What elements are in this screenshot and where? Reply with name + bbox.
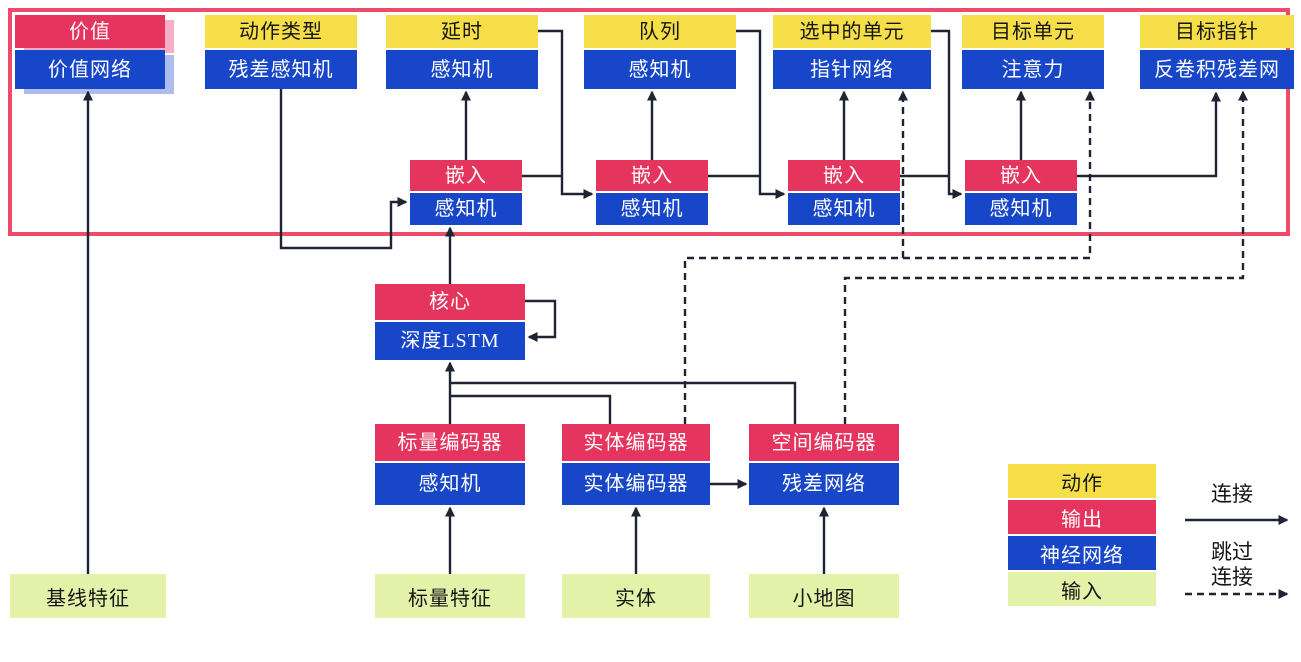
- head-target-point: 目标指针 反卷积残差网: [1140, 15, 1294, 89]
- legend-output: 输出: [1008, 500, 1156, 534]
- encoder-spatial-label: 空间编码器: [749, 424, 899, 461]
- line-spatial-encoder-to-core: [450, 381, 797, 424]
- head-selected-units: 选中的单元 指针网络: [773, 15, 931, 89]
- head-action-type-label: 动作类型: [205, 15, 357, 48]
- head-value-network: 价值网络: [15, 50, 165, 89]
- head-action-type-network: 残差感知机: [205, 50, 357, 89]
- head-queue-network: 感知机: [584, 50, 736, 89]
- arrow-core-recurrent-loop: [525, 299, 557, 342]
- embedding-4: 嵌入 感知机: [965, 160, 1077, 225]
- head-selected-units-label: 选中的单元: [773, 15, 931, 48]
- legend-skip-connection-label-line1: 跳过: [1211, 540, 1253, 564]
- embedding-3-network: 感知机: [788, 193, 900, 225]
- core-block: 核心 深度LSTM: [375, 284, 525, 360]
- encoder-scalar-network: 感知机: [375, 463, 525, 505]
- encoder-spatial: 空间编码器 残差网络: [749, 424, 899, 505]
- embedding-1-network: 感知机: [410, 193, 522, 225]
- head-target-unit-label: 目标单元: [962, 15, 1104, 48]
- encoder-spatial-network: 残差网络: [749, 463, 899, 505]
- head-delay-label: 延时: [386, 15, 538, 48]
- legend-input: 输入: [1008, 572, 1156, 606]
- input-baseline-features: 基线特征: [10, 574, 166, 618]
- outputs-region-border: [8, 8, 1290, 236]
- head-target-unit-network: 注意力: [962, 50, 1104, 89]
- legend-connection-label: 连接: [1211, 482, 1253, 506]
- embedding-4-label: 嵌入: [965, 160, 1077, 191]
- head-queue: 队列 感知机: [584, 15, 736, 89]
- embedding-1: 嵌入 感知机: [410, 160, 522, 225]
- embedding-2-label: 嵌入: [596, 160, 708, 191]
- line-entity-encoder-to-core: [450, 394, 612, 424]
- legend-skip-connection-label: 跳过 连接: [1180, 540, 1284, 590]
- head-target-point-network: 反卷积残差网: [1140, 50, 1294, 89]
- embedding-1-label: 嵌入: [410, 160, 522, 191]
- embedding-3-label: 嵌入: [788, 160, 900, 191]
- encoder-entity: 实体编码器 实体编码器: [562, 424, 710, 505]
- head-queue-label: 队列: [584, 15, 736, 48]
- encoder-entity-label: 实体编码器: [562, 424, 710, 461]
- legend-neural-network: 神经网络: [1008, 536, 1156, 570]
- legend-action: 动作: [1008, 464, 1156, 498]
- embedding-3: 嵌入 感知机: [788, 160, 900, 225]
- embedding-2-network: 感知机: [596, 193, 708, 225]
- encoder-scalar-label: 标量编码器: [375, 424, 525, 461]
- encoder-scalar: 标量编码器 感知机: [375, 424, 525, 505]
- head-value-label: 价值: [15, 15, 165, 48]
- encoder-entity-network: 实体编码器: [562, 463, 710, 505]
- input-minimap: 小地图: [749, 574, 899, 618]
- input-entities: 实体: [562, 574, 710, 618]
- legend-skip-connection-label-line2: 连接: [1211, 565, 1253, 589]
- core-label: 核心: [375, 284, 525, 320]
- embedding-2: 嵌入 感知机: [596, 160, 708, 225]
- head-action-type: 动作类型 残差感知机: [205, 15, 357, 89]
- embedding-4-network: 感知机: [965, 193, 1077, 225]
- head-delay: 延时 感知机: [386, 15, 538, 89]
- head-target-unit: 目标单元 注意力: [962, 15, 1104, 89]
- head-target-point-label: 目标指针: [1140, 15, 1294, 48]
- core-network: 深度LSTM: [375, 322, 525, 360]
- head-value: 价值 价值网络: [15, 15, 165, 89]
- head-delay-network: 感知机: [386, 50, 538, 89]
- input-scalar-features: 标量特征: [375, 574, 525, 618]
- head-selected-units-network: 指针网络: [773, 50, 931, 89]
